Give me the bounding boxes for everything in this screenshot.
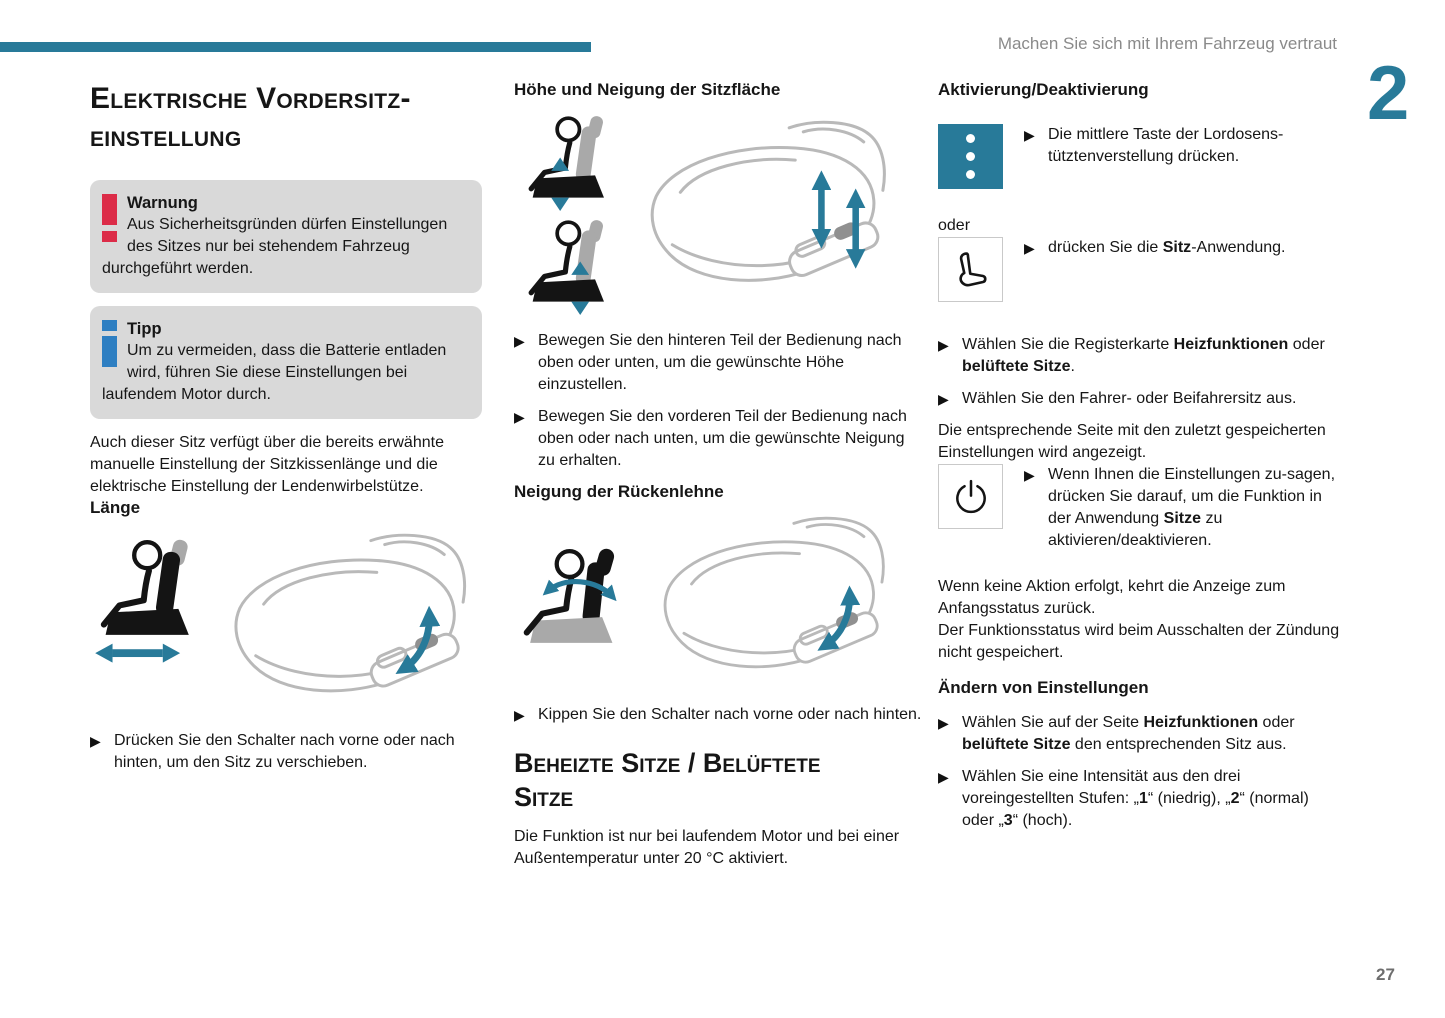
column-left: Elektrische Vordersitz- einstellung Warn… xyxy=(90,80,482,784)
aendern-bullet-2-text: Wählen Sie eine Intensität aus den drei … xyxy=(962,768,1309,829)
lumbar-bullet: ▶ Die mittlere Taste der Lordosens-tützt… xyxy=(1024,124,1340,189)
bullet-arrow-icon: ▶ xyxy=(1024,467,1035,483)
intro-paragraph: Auch dieser Sitz verfügt über die bereit… xyxy=(90,434,444,495)
seat-length-illustration xyxy=(90,528,482,718)
lumbar-dot xyxy=(966,134,975,143)
beheizte-heading-line2: Sitze xyxy=(514,782,574,812)
seat-height-tilt-illustration xyxy=(514,110,922,318)
page-number: 27 xyxy=(1376,965,1395,984)
fahrersitz-bullet: ▶ Wählen Sie den Fahrer- oder Beifahrers… xyxy=(938,388,1340,410)
hoehe-bullet-2: ▶ Bewegen Sie den vorderen Teil der Bedi… xyxy=(514,406,922,472)
registerkarte-bullet: ▶ Wählen Sie die Registerkarte Heizfunkt… xyxy=(938,334,1340,378)
warning-box-title: Warnung xyxy=(127,194,198,212)
hoehe-bullet-1-text: Bewegen Sie den hinteren Teil der Bedien… xyxy=(538,332,902,393)
bullet-arrow-icon: ▶ xyxy=(1024,240,1035,256)
page-title: Elektrische Vordersitz- einstellung xyxy=(90,80,482,156)
aendern-bullet-1-text: Wählen Sie auf der Seite Heizfunktionen … xyxy=(962,714,1295,753)
power-glyph xyxy=(955,479,986,513)
header-accent-bar xyxy=(0,42,591,52)
warning-box-text: Aus Sicherheitsgründen dürfen Einstellun… xyxy=(102,216,448,277)
bullet-arrow-icon: ▶ xyxy=(938,337,949,353)
tilt-arrows-icon xyxy=(571,261,590,316)
height-pictogram-pair xyxy=(514,110,636,318)
recline-arrow-icon xyxy=(542,579,617,602)
bullet-arrow-icon: ▶ xyxy=(514,409,525,425)
lehne-heading: Neigung der Rückenlehne xyxy=(514,482,724,501)
bullet-arrow-icon: ▶ xyxy=(514,333,525,349)
seat-app-row: ▶ drücken Sie die Sitz-Anwendung. xyxy=(938,237,1340,302)
keine-aktion-line1: Wenn keine Aktion erfolgt, kehrt die Anz… xyxy=(938,578,1286,617)
seat-drawing-height xyxy=(650,120,886,282)
laenge-heading: Länge xyxy=(90,498,141,517)
sitz-app-bullet: ▶ drücken Sie die Sitz-Anwendung. xyxy=(1024,237,1285,302)
height-switch-arrows-icon xyxy=(811,170,866,269)
lehne-bullet: ▶ Kippen Sie den Schalter nach vorne ode… xyxy=(514,704,922,726)
tip-box: Tipp Um zu vermeiden, dass die Batterie … xyxy=(90,306,482,419)
lumbar-bullet-text: Die mittlere Taste der Lordosens-tützten… xyxy=(1048,126,1284,165)
lumbar-icon-cell xyxy=(938,124,1004,189)
backrest-tilt-illustration xyxy=(514,512,922,692)
bullet-arrow-icon: ▶ xyxy=(514,707,525,723)
bullet-arrow-icon: ▶ xyxy=(938,769,949,785)
power-icon xyxy=(938,464,1003,529)
power-row: ▶ Wenn Ihnen die Einstellungen zu-sagen,… xyxy=(938,464,1340,552)
seat-outline-glyph xyxy=(958,251,987,286)
seat-app-icon-cell xyxy=(938,237,1004,302)
bullet-arrow-icon: ▶ xyxy=(938,715,949,731)
seat-height-rear-pictogram xyxy=(528,116,604,212)
power-icon-cell xyxy=(938,464,1004,552)
recline-switch-arrow-icon xyxy=(817,585,861,651)
lumbar-dot xyxy=(966,152,975,161)
laenge-bullet-text: Drücken Sie den Schalter nach vorne oder… xyxy=(114,732,455,771)
seat-drawing-recline xyxy=(663,516,885,669)
beheizte-heading-line1: Beheizte Sitze / Belüftete xyxy=(514,748,821,778)
aendern-bullet-2: ▶ Wählen Sie eine Intensität aus den dre… xyxy=(938,766,1340,832)
seat-slide-pictogram xyxy=(95,539,189,663)
warning-exclamation-icon xyxy=(102,194,117,242)
info-icon xyxy=(102,320,117,368)
height-arrows-icon xyxy=(551,157,570,212)
hoehe-bullet-2-text: Bewegen Sie den vorderen Teil der Bedien… xyxy=(538,408,907,469)
lumbar-buttons-icon xyxy=(938,124,1003,189)
column-right: Aktivierung/Deaktivierung ▶ Die mittlere… xyxy=(938,80,1340,842)
lumbar-dot xyxy=(966,170,975,179)
lehne-bullet-text: Kippen Sie den Schalter nach vorne oder … xyxy=(538,706,922,723)
aktivierung-heading: Aktivierung/Deaktivierung xyxy=(938,80,1149,99)
sitz-app-bullet-text: drücken Sie die Sitz-Anwendung. xyxy=(1048,239,1286,256)
seat-drawing-slide xyxy=(234,533,467,693)
backrest-tilt-pictogram xyxy=(523,548,617,643)
beheizte-paragraph: Die Funktion ist nur bei laufendem Motor… xyxy=(514,828,900,867)
seat-tilt-front-pictogram xyxy=(528,220,604,316)
warning-box: Warnung Aus Sicherheitsgründen dürfen Ei… xyxy=(90,180,482,293)
slide-arrow-icon xyxy=(95,643,181,663)
column-middle: Höhe und Neigung der Sitzfläche xyxy=(514,80,922,870)
power-bullet: ▶ Wenn Ihnen die Einstellungen zu-sagen,… xyxy=(1024,464,1340,552)
bullet-arrow-icon: ▶ xyxy=(1024,127,1035,143)
chapter-number: 2 xyxy=(1367,51,1410,136)
seite-paragraph: Die entsprechende Seite mit den zuletzt … xyxy=(938,422,1326,461)
keine-aktion-paragraph: Wenn keine Aktion erfolgt, kehrt die Anz… xyxy=(938,576,1340,664)
beheizte-sitze-heading: Beheizte Sitze / Belüftete Sitze xyxy=(514,746,922,814)
running-header: Machen Sie sich mit Ihrem Fahrzeug vertr… xyxy=(997,34,1337,53)
hoehe-bullet-1: ▶ Bewegen Sie den hinteren Teil der Bedi… xyxy=(514,330,922,396)
oder-label: oder xyxy=(938,217,971,234)
bullet-arrow-icon: ▶ xyxy=(938,391,949,407)
aendern-heading: Ändern von Einstellungen xyxy=(938,678,1149,697)
laenge-bullet: ▶ Drücken Sie den Schalter nach vorne od… xyxy=(90,730,482,774)
page-title-line1: Elektrische Vordersitz- xyxy=(90,82,411,115)
slide-switch-arrow-icon xyxy=(395,605,441,675)
fahrersitz-bullet-text: Wählen Sie den Fahrer- oder Beifahrersit… xyxy=(962,390,1297,407)
bullet-arrow-icon: ▶ xyxy=(90,733,101,749)
power-bullet-text: Wenn Ihnen die Einstellungen zu-sagen, d… xyxy=(1048,466,1336,549)
page-title-line2: einstellung xyxy=(90,120,242,153)
seat-app-icon xyxy=(938,237,1003,302)
hoehe-heading: Höhe und Neigung der Sitzfläche xyxy=(514,80,781,99)
aendern-bullet-1: ▶ Wählen Sie auf der Seite Heizfunktione… xyxy=(938,712,1340,756)
keine-aktion-line2: Der Funktionsstatus wird beim Ausschalte… xyxy=(938,622,1340,661)
tip-box-title: Tipp xyxy=(127,320,162,338)
tip-box-text: Um zu vermeiden, dass die Batterie entla… xyxy=(102,342,447,403)
registerkarte-bullet-text: Wählen Sie die Registerkarte Heizfunktio… xyxy=(962,336,1325,375)
lumbar-button-row: ▶ Die mittlere Taste der Lordosens-tützt… xyxy=(938,124,1340,189)
